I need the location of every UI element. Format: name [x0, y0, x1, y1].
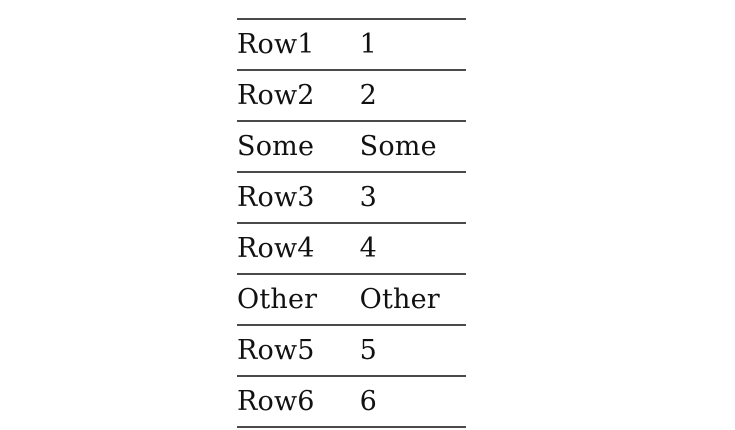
cell-text-value: 4	[359, 233, 378, 264]
table-row: Row6 6	[237, 375, 466, 428]
table-body: Row1 1 Row2 2 Some	[237, 18, 466, 428]
cell-text-label: Row6	[237, 386, 315, 417]
cell-text-label: Row2	[237, 80, 315, 111]
cell-text-value: 3	[359, 182, 378, 213]
table-row: Other Other	[237, 273, 466, 325]
table-cell-value: Other	[359, 273, 466, 325]
cell-text-label: Some	[237, 131, 315, 162]
table-row: Row4 4	[237, 222, 466, 274]
table-cell-value: Some	[359, 120, 466, 172]
table-row: Row2 2	[237, 69, 466, 121]
cell-text-label: Other	[237, 284, 318, 315]
table-cell-label: Row1	[237, 18, 360, 70]
table-row: Row1 1	[237, 18, 466, 70]
table-row: Row5 5	[237, 324, 466, 376]
table-cell-label: Other	[237, 273, 360, 325]
cell-text-value: 2	[359, 80, 378, 111]
cell-text-value: 1	[359, 29, 378, 60]
table-cell-value: 4	[359, 222, 466, 274]
table-cell-value: 3	[359, 171, 466, 223]
table-cell-label: Row6	[237, 375, 360, 428]
cell-text-value: 6	[359, 386, 378, 417]
cell-text-value: Some	[359, 131, 437, 162]
table-cell-value: 1	[359, 18, 466, 70]
table-cell-label: Row5	[237, 324, 360, 376]
cell-text-label: Row5	[237, 335, 315, 366]
cell-text-label: Row4	[237, 233, 315, 264]
table-cell-label: Row2	[237, 69, 360, 121]
table-cell-value: 6	[359, 375, 466, 428]
cell-text-value: 5	[359, 335, 378, 366]
cell-text-value: Other	[359, 284, 440, 315]
table-cell-label: Row3	[237, 171, 360, 223]
table-container: Row1 1 Row2 2 Some	[237, 18, 466, 428]
table-row: Some Some	[237, 120, 466, 172]
table-cell-value: 2	[359, 69, 466, 121]
table-cell-value: 5	[359, 324, 466, 376]
data-table: Row1 1 Row2 2 Some	[237, 18, 466, 428]
cell-text-label: Row3	[237, 182, 315, 213]
table-cell-label: Row4	[237, 222, 360, 274]
cell-text-label: Row1	[237, 29, 315, 60]
table-cell-label: Some	[237, 120, 360, 172]
table-row: Row3 3	[237, 171, 466, 223]
